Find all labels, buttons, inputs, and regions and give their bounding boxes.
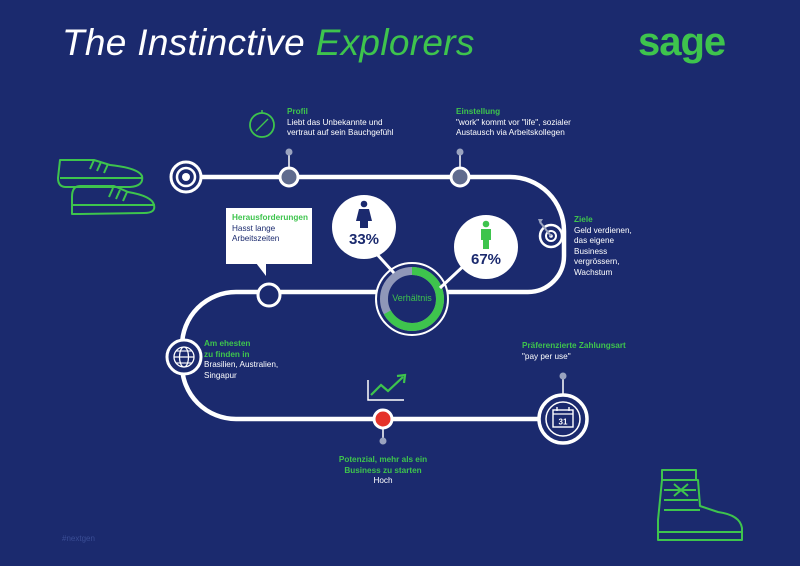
female-percent: 33%	[348, 231, 380, 248]
boot-icon	[657, 469, 743, 541]
target-icon	[538, 219, 564, 249]
ratio-male-arc	[380, 267, 444, 331]
location-text-2: Singapur	[204, 370, 237, 380]
hashtag: #nextgen	[62, 534, 95, 543]
potential-node	[372, 408, 394, 445]
attitude-heading: Einstellung	[456, 107, 501, 116]
journey-path	[179, 174, 567, 422]
potential-value: Hoch	[373, 476, 393, 485]
payment-heading: Präferenzierte Zahlungsart	[522, 341, 626, 350]
profile-label: Profil Liebt das Unbekannte und vertraut…	[287, 107, 394, 139]
goals-text-4: vergrössern,	[574, 257, 620, 266]
calendar-day: 31	[559, 418, 568, 427]
page-title: The Instinctive Explorers	[62, 22, 475, 64]
attitude-label: Einstellung "work" kommt vor "life", soz…	[456, 107, 571, 139]
goals-text-2: das eigene	[574, 236, 615, 245]
attitude-text-2: Austausch via Arbeitskollegen	[456, 128, 565, 137]
globe-icon	[165, 338, 203, 376]
growth-chart-icon	[367, 373, 407, 401]
attitude-text-1: "work" kommt vor "life", sozialer	[456, 117, 571, 127]
goals-label: Ziele Geld verdienen, das eigene Busines…	[574, 215, 632, 278]
ratio-donut	[375, 262, 449, 336]
potential-heading-1: Potenzial, mehr als ein	[338, 455, 428, 464]
start-node	[169, 160, 203, 194]
profile-heading: Profil	[287, 107, 308, 116]
goals-text-3: Business	[574, 246, 608, 256]
potential-heading-2: Business zu starten	[344, 465, 422, 475]
compass-icon	[249, 110, 275, 138]
calendar-node: 31	[537, 372, 589, 445]
potential-label: Potenzial, mehr als ein Business zu star…	[323, 455, 443, 487]
female-icon	[356, 200, 372, 228]
challenges-text-1: Hasst lange	[232, 223, 276, 233]
sage-logo: sage	[638, 20, 726, 64]
location-label: Am ehesten zu finden in Brasilien, Austr…	[204, 339, 278, 381]
goals-text-5: Wachstum	[574, 267, 613, 277]
female-bubble	[332, 195, 396, 275]
goals-heading: Ziele	[574, 215, 593, 224]
location-heading-1: Am ehesten	[204, 339, 251, 348]
ratio-label: Verhältnis	[392, 293, 432, 303]
payment-text: "pay per use"	[522, 351, 571, 361]
challenge-node	[256, 282, 282, 308]
profile-text-1: Liebt das Unbekannte und	[287, 117, 383, 127]
location-heading-2: zu finden in	[204, 349, 250, 359]
male-icon	[481, 220, 491, 249]
profile-text-2: vertraut auf sein Bauchgefühl	[287, 128, 394, 137]
callout-pointer	[256, 263, 266, 276]
title-accent: Explorers	[315, 22, 475, 63]
payment-label: Präferenzierte Zahlungsart "pay per use"	[522, 341, 626, 362]
title-main: The Instinctive	[62, 22, 306, 63]
location-text-1: Brasilien, Australien,	[204, 360, 279, 369]
attitude-node	[449, 148, 471, 188]
calendar-icon: 31	[552, 407, 574, 428]
male-percent: 67%	[470, 251, 502, 268]
challenges-text-2: Arbeitszeiten	[232, 234, 280, 243]
challenges-callout: Herausforderungen Hasst lange Arbeitszei…	[226, 208, 312, 264]
sneakers-icon	[57, 159, 156, 215]
male-bubble	[438, 215, 518, 290]
profile-node	[278, 148, 300, 188]
goals-text-1: Geld verdienen,	[574, 225, 632, 235]
challenges-heading: Herausforderungen	[232, 213, 308, 222]
